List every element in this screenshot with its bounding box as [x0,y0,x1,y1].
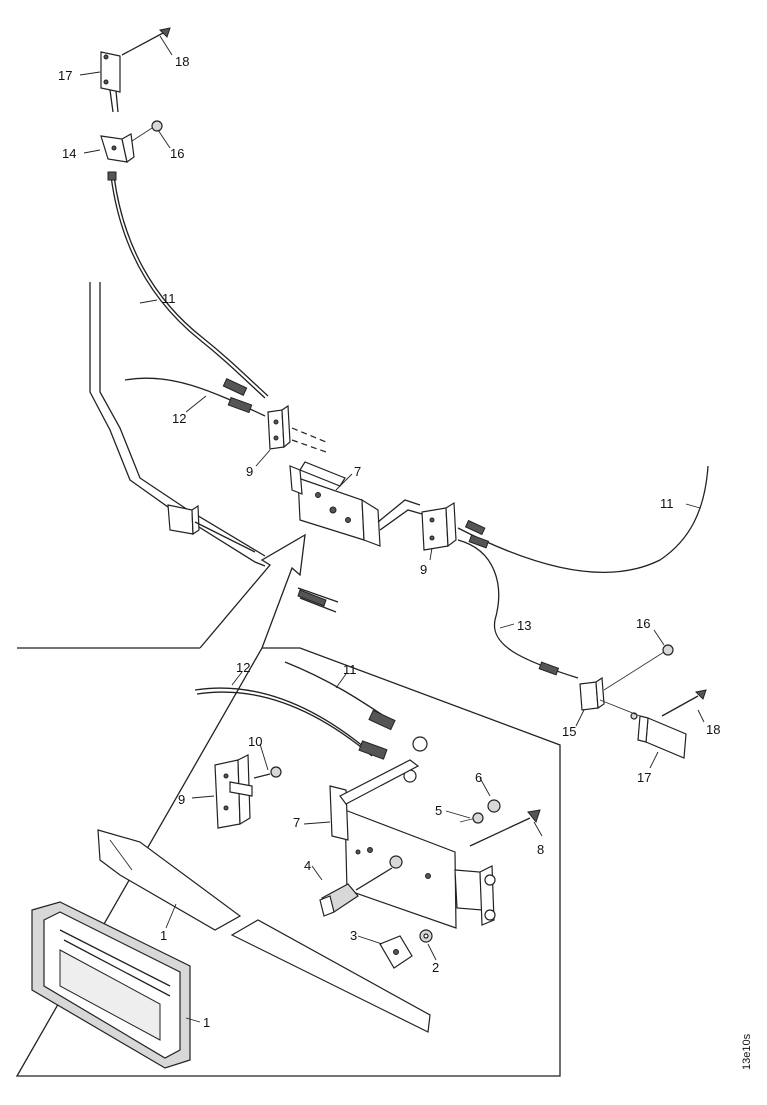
callout-leaders [79,35,705,1023]
callout-7-inset: 7 [293,815,300,830]
inset-washer-5 [459,812,484,824]
callout-15: 15 [562,724,576,739]
callout-10: 10 [248,734,262,749]
callout-9-left: 9 [246,464,253,479]
figure-code: 13e10s [741,1033,753,1070]
bracket-9-right [421,501,457,551]
screw-18-right [661,689,707,717]
inset-part-3 [379,935,413,969]
callout-5: 5 [435,803,442,818]
mounting-plate-7 [289,461,381,547]
latch-plate-17-top [100,51,121,113]
callout-1-bezel: 1 [203,1015,210,1030]
nut-16-right [662,644,674,656]
rod-assembly [89,282,339,613]
screw-18-top [121,27,171,56]
callout-12-top: 12 [172,411,186,426]
inset-bezel-1 [31,901,191,1069]
bracket-14 [100,133,135,164]
inset-cable-12 [194,687,388,760]
cable-12-main [124,377,266,417]
inset-bracket-9 [214,754,253,829]
callout-16-right: 16 [636,616,650,631]
inset-handle-strip-1 [97,829,431,1033]
cable-13 [457,534,579,679]
latch-plate-17-right [599,699,687,759]
callout-11-right: 11 [660,496,674,511]
inset-plate-7 [329,759,496,929]
callout-11-left: 11 [162,291,176,306]
callout-2: 2 [432,960,439,975]
inset-screw-10 [253,766,282,779]
link-to-bracket-9 [377,499,423,531]
cable-11-right [457,465,709,573]
callout-16-top: 16 [170,146,184,161]
callout-11-inset: 11 [343,662,357,677]
inset-nut-6 [487,799,501,813]
callout-1-strip: 1 [160,928,167,943]
callout-9-right: 9 [420,562,427,577]
callout-4: 4 [304,858,311,873]
inset-part-2 [419,929,433,943]
callout-7-top: 7 [354,464,361,479]
inset-lock-cylinder-4 [319,867,393,917]
bracket-9-left [267,404,291,450]
callout-12-inset: 12 [236,660,250,675]
inset-screw-8 [469,809,541,847]
callout-18-right: 18 [706,722,720,737]
nut-16-top [131,120,163,142]
callout-17-top: 17 [58,68,72,83]
cable-11-left [107,171,269,399]
callout-8: 8 [537,842,544,857]
bracket-15 [579,651,665,711]
callout-6: 6 [475,770,482,785]
callout-17-right: 17 [637,770,651,785]
callout-13: 13 [517,618,531,633]
inset-pointer-arrow [199,533,306,649]
callout-9-inset: 9 [178,792,185,807]
inset-cable-11 [284,661,428,783]
callout-14: 14 [62,146,76,161]
dashed-leaders [291,427,327,453]
callout-3: 3 [350,928,357,943]
callout-18-top: 18 [175,54,189,69]
callout-labels: 17 18 14 16 11 12 9 7 9 11 13 16 15 18 1… [58,54,753,1070]
